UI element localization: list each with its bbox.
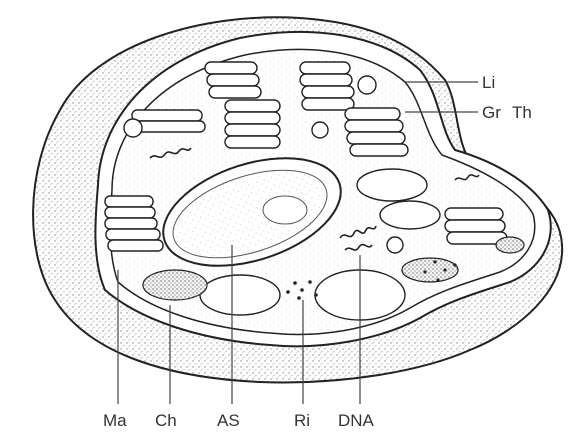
granum-stack-4 <box>345 108 408 156</box>
stroma-pocket <box>143 270 207 300</box>
lipid-droplet <box>387 237 403 253</box>
label-th: Th <box>512 103 532 122</box>
label-ri: Ri <box>294 411 310 430</box>
thylakoid-vesicle <box>380 201 440 229</box>
granum-stack-6 <box>132 110 205 132</box>
stroma-pocket <box>496 237 524 253</box>
thylakoid-vesicle <box>263 196 307 224</box>
granum-stack-1 <box>205 62 261 98</box>
label-as: AS <box>217 411 240 430</box>
lipid-droplet <box>358 76 376 94</box>
thylakoid-vesicle <box>200 275 280 315</box>
label-li: Li <box>482 73 495 92</box>
thylakoid-vesicle <box>357 169 427 201</box>
granum-stack-7 <box>445 208 507 244</box>
lipid-droplet <box>312 122 328 138</box>
granum-stack-3 <box>300 62 354 110</box>
label-gr: Gr <box>482 103 501 122</box>
stroma-pocket <box>402 258 458 282</box>
label-ch: Ch <box>155 411 177 430</box>
label-dna: DNA <box>338 411 375 430</box>
label-ma: Ma <box>103 411 127 430</box>
lipid-droplet <box>124 119 142 137</box>
granum-stack-2 <box>225 100 280 148</box>
